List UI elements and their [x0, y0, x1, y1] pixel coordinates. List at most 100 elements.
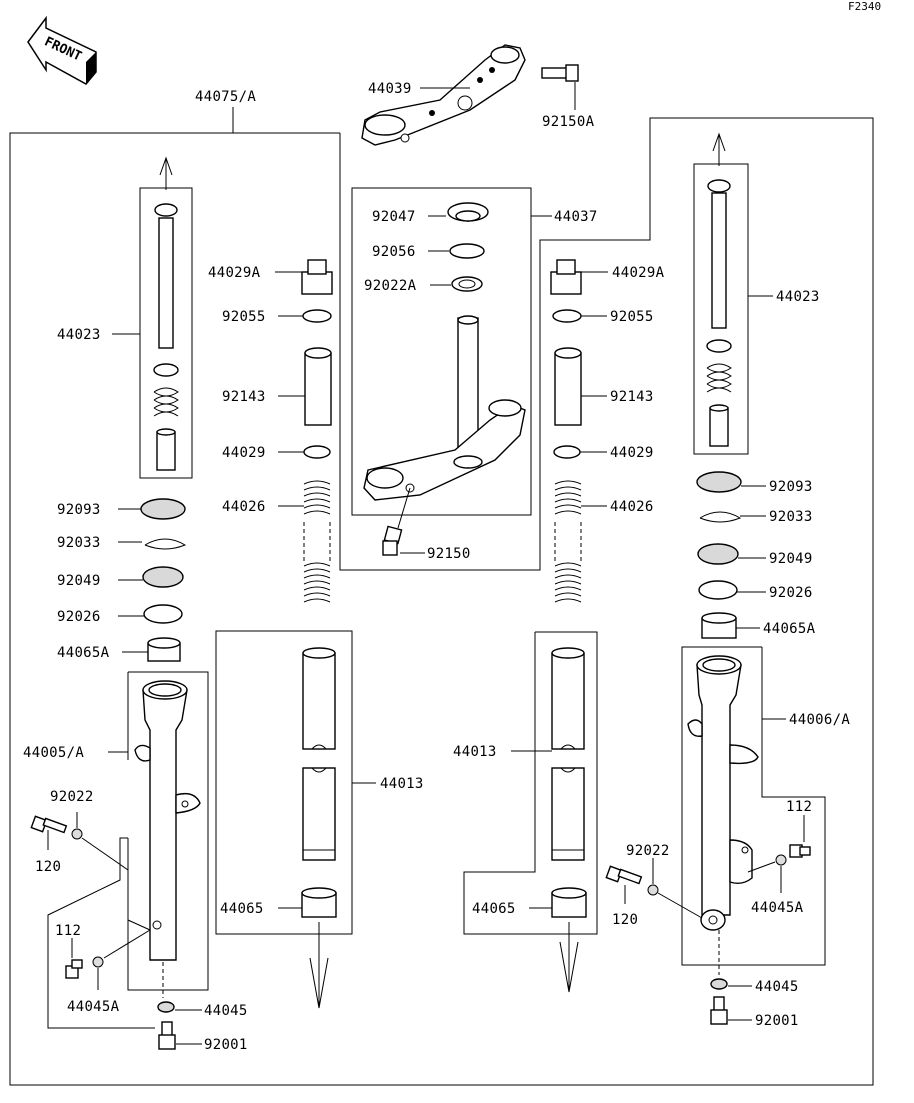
label-left-92143: 92143: [222, 389, 266, 405]
right-spring-44026-part: [554, 480, 582, 603]
label-right-92033: 92033: [769, 509, 813, 525]
stem-washers: [447, 202, 489, 292]
label-left-44045a: 44045A: [67, 999, 120, 1015]
label-92150: 92150: [427, 546, 471, 562]
left-spacer-92143-part: [304, 347, 332, 426]
right-bolt-112-part: [789, 844, 811, 858]
left-inner-tube-part: [302, 647, 336, 861]
right-spacer-92143-part: [554, 347, 582, 426]
left-bolt-120-part: [30, 815, 68, 834]
right-bushing-44065-part: [551, 887, 587, 918]
left-spring-44026-part: [303, 480, 331, 603]
label-right-44065a: 44065A: [763, 621, 816, 637]
right-oring-92055-part: [552, 309, 582, 323]
label-right-44006: 44006/A: [789, 712, 850, 728]
bolt-92150a-part: [541, 64, 579, 82]
right-seat-44029-part: [553, 445, 581, 459]
left-outer-tube-box: [127, 671, 209, 991]
right-clip-92033-part: [699, 511, 742, 523]
label-right-44045: 44045: [755, 979, 799, 995]
frame-lines: [9, 107, 874, 1086]
label-left-92026: 92026: [57, 609, 101, 625]
label-left-44045: 44045: [204, 1003, 248, 1019]
right-outer-tube-box: [681, 646, 826, 966]
label-right-44026: 44026: [610, 499, 654, 515]
label-right-44029: 44029: [610, 445, 654, 461]
right-bushing-44065a-part: [701, 612, 737, 639]
label-44037: 44037: [554, 209, 598, 225]
stem-assembly-box: [351, 187, 532, 516]
front-arrow-icon: FRONT: [27, 15, 97, 85]
label-left-44029a: 44029A: [208, 265, 261, 281]
label-right-44029a: 44029A: [612, 265, 665, 281]
left-washer-44045a-part: [92, 956, 104, 968]
right-cap-44029a-part: [550, 259, 582, 295]
label-left-92049: 92049: [57, 573, 101, 589]
right-washer-92026-part: [698, 580, 738, 600]
right-outer-tube-part: [687, 655, 759, 931]
label-left-44013: 44013: [380, 776, 424, 792]
label-92056: 92056: [372, 244, 416, 260]
label-right-44013: 44013: [453, 744, 497, 760]
right-seal-92093-part: [696, 471, 742, 493]
label-left-92055: 92055: [222, 309, 266, 325]
right-bolt-120-part: [605, 865, 643, 885]
label-right-92049: 92049: [769, 551, 813, 567]
label-44039: 44039: [368, 81, 412, 97]
left-bushing-44065-part: [301, 887, 337, 918]
right-oilseal-92049-part: [697, 543, 739, 565]
left-gasket-44045-part: [157, 1001, 175, 1013]
left-bolt-112-part: [65, 959, 83, 979]
label-left-44023: 44023: [57, 327, 101, 343]
left-bushing-44065a-part: [147, 637, 181, 662]
right-washer-44045a-part: [775, 854, 787, 866]
label-left-120: 120: [35, 859, 61, 875]
right-inner-tube-part: [551, 647, 585, 861]
left-cap-44029a-part: [301, 259, 333, 295]
left-outer-tube-part: [134, 680, 201, 961]
label-left-44065a: 44065A: [57, 645, 110, 661]
label-left-92093: 92093: [57, 502, 101, 518]
left-damper-rod-part: [153, 203, 179, 471]
label-left-44026: 44026: [222, 499, 266, 515]
label-right-92055: 92055: [610, 309, 654, 325]
left-bolt-92001-part: [158, 1021, 176, 1050]
label-right-44023: 44023: [776, 289, 820, 305]
right-bolt-92001-part: [710, 996, 728, 1025]
label-right-92026: 92026: [769, 585, 813, 601]
label-left-92001: 92001: [204, 1037, 248, 1053]
left-washer-92022-part: [71, 828, 83, 840]
label-92022a: 92022A: [364, 278, 417, 294]
label-left-92033: 92033: [57, 535, 101, 551]
label-right-92022: 92022: [626, 843, 670, 859]
right-inner-tube-box: [463, 631, 598, 935]
label-right-44045a: 44045A: [751, 900, 804, 916]
label-92150a: 92150A: [542, 114, 595, 130]
steering-stem-part: [363, 315, 526, 501]
label-left-92022: 92022: [50, 789, 94, 805]
label-right-92093: 92093: [769, 479, 813, 495]
label-left-112: 112: [55, 923, 81, 939]
label-44075: 44075/A: [195, 89, 256, 105]
label-92047: 92047: [372, 209, 416, 225]
label-left-44005: 44005/A: [23, 745, 84, 761]
left-seat-44029-part: [303, 445, 331, 459]
label-right-120: 120: [612, 912, 638, 928]
right-gasket-44045-part: [710, 978, 728, 990]
right-damper-box: [693, 163, 749, 455]
label-right-92143: 92143: [610, 389, 654, 405]
label-left-44065: 44065: [220, 901, 264, 917]
label-left-44029: 44029: [222, 445, 266, 461]
left-oilseal-92049-part: [142, 566, 184, 588]
left-clip-92033-part: [144, 538, 187, 550]
right-damper-rod-part: [706, 179, 732, 447]
left-washer-92026-part: [143, 604, 183, 624]
label-right-44065: 44065: [472, 901, 516, 917]
bolt-92150-part: [382, 487, 411, 556]
left-seal-92093-part: [140, 498, 186, 520]
label-right-112: 112: [786, 799, 812, 815]
right-washer-92022-part: [647, 884, 659, 896]
label-right-92001: 92001: [755, 1013, 799, 1029]
figure-code: F2340: [848, 0, 881, 13]
